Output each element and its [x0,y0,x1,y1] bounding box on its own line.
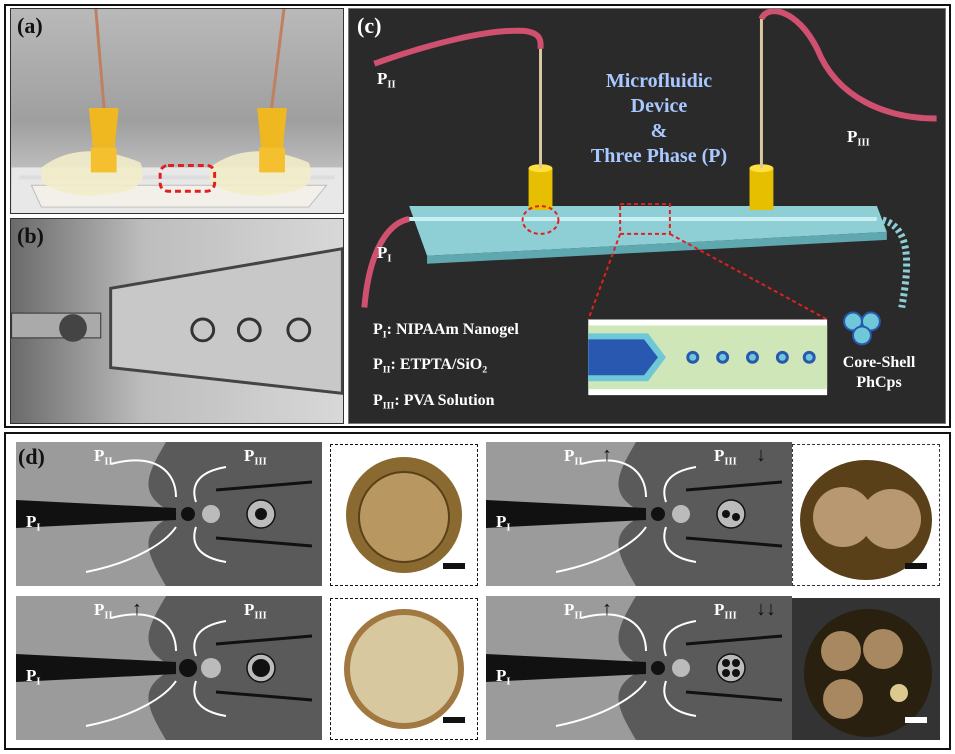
panel-b: (b) [10,218,344,424]
label-p2: PII [377,69,396,91]
label-p3: PIII [714,600,737,622]
tube-out [876,215,911,309]
hub-right [749,168,774,211]
product-label: Core-Shell PhCps [842,354,916,391]
panel-d-label: (d) [18,444,45,469]
highlight-box [158,163,217,193]
scale-bar [443,717,465,723]
hub-left [528,168,553,211]
device-schematic [361,9,937,396]
schematic-large-core: PII PIII PI ↑ [16,596,322,740]
p3-flow-arrow-icon: ↓ [756,444,766,466]
label-p2: PII [94,600,113,622]
label-p2: PII [564,446,583,468]
panel-b-label: (b) [17,223,44,248]
figure-border-bottom [4,432,951,750]
p3-flow-arrow-icon: ↓↓ [756,598,776,620]
scale-bar [905,717,927,723]
figure-border [4,4,951,428]
micrograph-quad-core [792,598,940,740]
legend-p2: PII: ETPTA/SiO2 [373,356,488,376]
label-p2: PII [564,600,583,622]
panel-c-label: (c) [357,13,382,38]
panel-a: (a) [10,8,344,214]
micrograph-single-core [330,444,478,586]
scale-bar [443,563,465,569]
tube-p1 [361,216,410,308]
label-p1: PI [377,243,392,265]
micrograph-large-core [330,598,478,740]
label-p1: PI [496,512,511,534]
device-photo [11,9,343,213]
core-shell-particles [843,311,881,346]
tube-p2 [373,27,544,67]
panel-a-label: (a) [17,13,43,38]
legend-p1: PI: NIPAAm Nanogel [373,321,519,341]
phase-legend: PI: NIPAAm Nanogel PII: ETPTA/SiO2 PIII:… [373,315,519,421]
schematic-double-core: PII PIII PI ↑ ↓ [486,442,792,586]
label-p2: PII [94,446,113,468]
label-p3: PIII [244,446,267,468]
panel-c: (c) Microfluidic Device & Three Phase (P… [348,8,946,424]
label-p1: PI [26,512,41,534]
panel-c-title: Microfluidic Device & Three Phase (P) [590,70,728,167]
tube-p3 [758,9,937,122]
micrograph-double-core [792,444,940,586]
microscope-image [11,247,343,395]
legend-p3: PIII: PVA Solution [373,391,495,412]
label-p3: PIII [244,600,267,622]
label-p3: PIII [847,127,870,149]
label-p1: PI [496,666,511,688]
p2-flow-arrow-icon: ↑ [602,444,612,466]
schematic-quad-core: PII PIII PI ↑ ↓↓ [486,596,792,740]
panel-d: (d) PII PIII PI PII PIII [8,436,947,746]
scale-bar [905,563,927,569]
label-p3: PIII [714,446,737,468]
schematic-single-core: PII PIII PI [16,442,322,586]
label-p1: PI [26,666,41,688]
p2-flow-arrow-icon: ↑ [132,598,142,620]
inset-junction [588,319,828,396]
p2-flow-arrow-icon: ↑ [602,598,612,620]
